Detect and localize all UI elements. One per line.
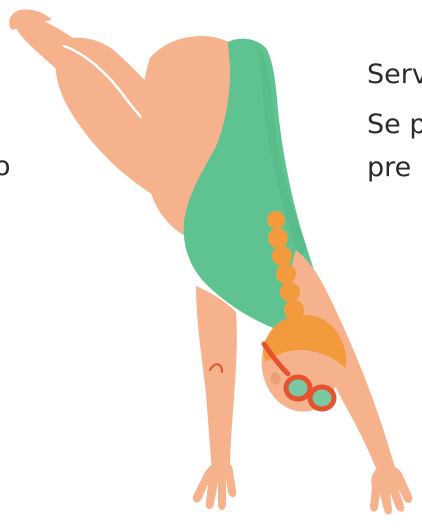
braid xyxy=(267,211,304,320)
left-arm xyxy=(196,286,237,472)
text-fragment-right-1: Serv xyxy=(367,59,422,90)
goggle-bridge xyxy=(307,390,313,396)
hair-bead-icon xyxy=(272,246,292,266)
goggle-lens-left xyxy=(283,374,313,402)
hair-bead-icon xyxy=(280,282,300,302)
right-hand xyxy=(370,465,413,515)
text-fragment-right-3: pre xyxy=(367,152,412,183)
hair-bead-icon xyxy=(268,228,288,248)
goggle-strap xyxy=(261,341,291,377)
hip xyxy=(141,35,250,241)
hair xyxy=(263,314,347,368)
hair-bead-icon xyxy=(284,300,304,320)
text-fragment-right-2: Se p xyxy=(367,109,422,140)
elbow-mark xyxy=(209,363,223,373)
left-hand xyxy=(192,461,237,510)
text-fragment-left: o xyxy=(0,151,11,182)
goggles-icon xyxy=(261,341,337,412)
goggle-lens-right xyxy=(307,384,337,412)
hair-bead-icon xyxy=(267,211,285,229)
ear xyxy=(270,372,281,385)
swimsuit-shade xyxy=(258,46,306,260)
raised-foot-toes xyxy=(9,9,52,30)
hair-bead-icon xyxy=(276,264,296,284)
